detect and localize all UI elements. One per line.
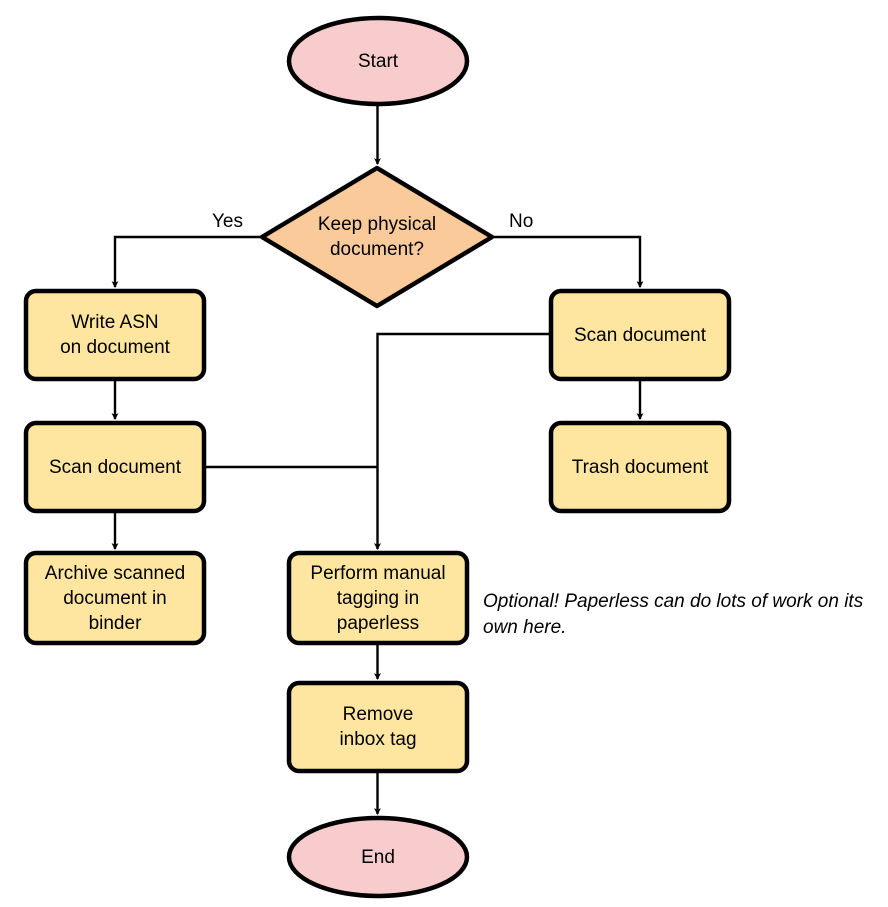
edge-decision-yes xyxy=(111,235,262,288)
edge-label-no: No xyxy=(509,211,534,232)
node-archive-scanned-document-in-binder[interactable] xyxy=(23,550,207,646)
edge-label-yes: Yes xyxy=(212,211,243,232)
node-perform-manual-tagging-in-paperless[interactable] xyxy=(286,550,470,646)
node-keep-physical-document[interactable] xyxy=(259,165,495,309)
node-remove-inbox-tag[interactable] xyxy=(286,680,470,774)
node-scan-document-left[interactable] xyxy=(23,420,207,514)
node-scan-document-right[interactable] xyxy=(548,288,732,382)
node-trash-document[interactable] xyxy=(548,420,732,514)
node-write-asn-on-document[interactable] xyxy=(23,288,207,382)
node-end[interactable] xyxy=(286,815,470,899)
edge-scan-right-to-tagging xyxy=(374,332,551,550)
node-start[interactable] xyxy=(286,15,470,107)
optional-note-text: Optional! Paperless can do lots of work … xyxy=(483,591,864,638)
edge-decision-no xyxy=(492,235,644,288)
